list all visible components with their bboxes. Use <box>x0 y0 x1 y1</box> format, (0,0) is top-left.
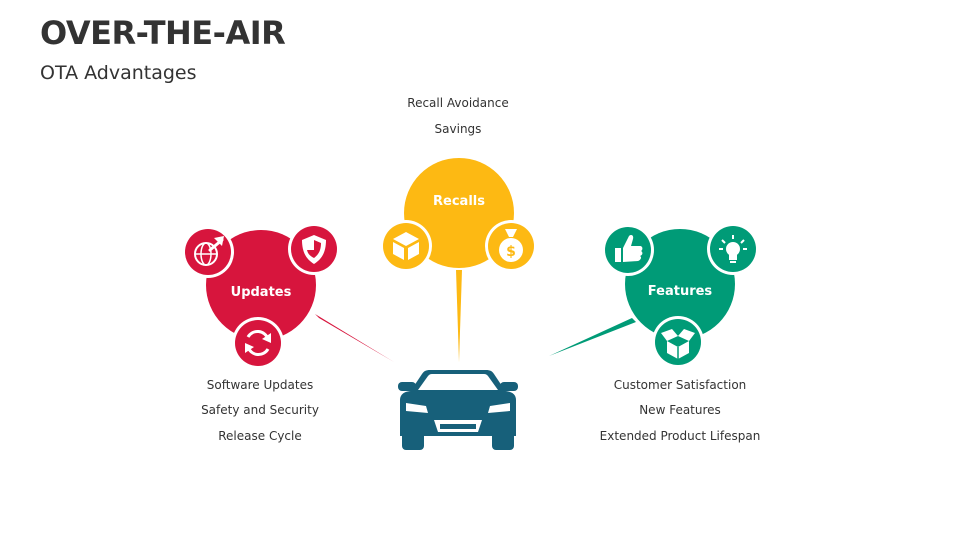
slide-title: OVER-THE-AIR <box>40 14 286 52</box>
updates-main-circle <box>206 230 316 340</box>
updates-hub: Updates <box>182 223 340 369</box>
connector-updates <box>315 314 394 362</box>
updates-hub-label: Updates <box>231 285 292 300</box>
slide-subtitle: OTA Advantages <box>40 62 197 84</box>
recalls-hub: Recalls $ <box>380 158 537 272</box>
recalls-item-1: Recall Avoidance <box>407 96 509 110</box>
recalls-item-2: Savings <box>434 122 482 136</box>
open-box-icon <box>652 316 704 368</box>
svg-text:$: $ <box>506 244 516 260</box>
features-hub: Features <box>602 223 759 368</box>
features-item-2: New Features <box>639 403 721 417</box>
shield-icon <box>288 223 340 275</box>
connector-features <box>549 318 636 356</box>
lightbulb-icon <box>707 223 759 275</box>
features-item-3: Extended Product Lifespan <box>599 429 761 443</box>
recalls-hub-label: Recalls <box>433 194 485 209</box>
connector-recalls <box>456 270 462 362</box>
updates-item-3: Release Cycle <box>218 429 302 443</box>
updates-item-1: Software Updates <box>206 378 314 392</box>
money-bag-icon: $ <box>485 220 537 272</box>
globe-arrow-icon <box>182 226 234 278</box>
refresh-cycle-icon <box>232 317 284 369</box>
updates-item-2: Safety and Security <box>201 403 319 417</box>
thumbs-up-icon <box>602 224 654 276</box>
features-hub-label: Features <box>648 284 713 299</box>
car-icon <box>398 370 518 450</box>
features-item-1: Customer Satisfaction <box>613 378 747 392</box>
package-box-icon <box>380 220 432 272</box>
